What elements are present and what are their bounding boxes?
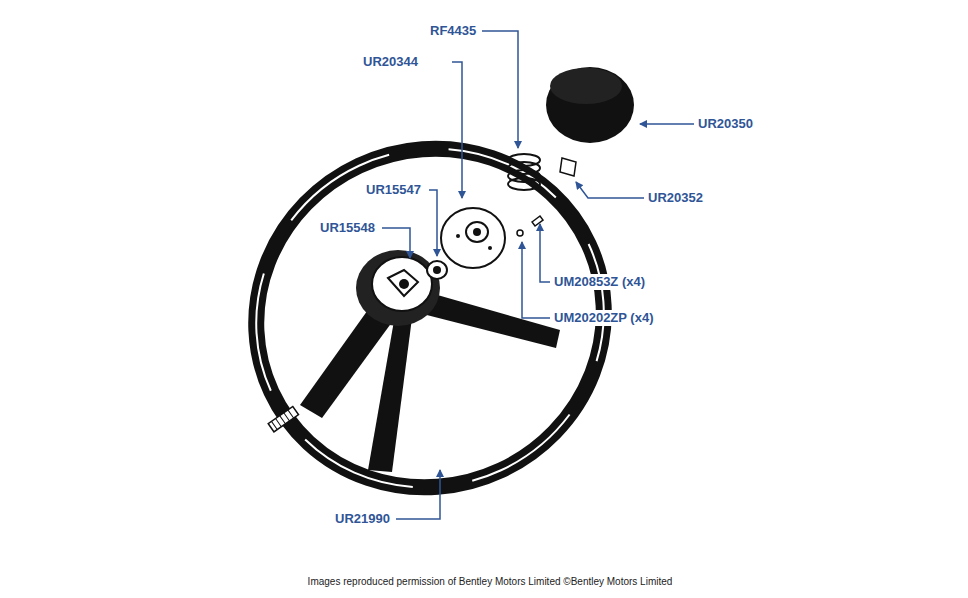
part-number: UR20344 xyxy=(361,54,420,70)
part-number: UR21990 xyxy=(333,511,392,527)
leader-lines xyxy=(382,31,694,519)
part-number: RF4435 xyxy=(428,23,478,39)
copyright-caption: Images reproduced permission of Bentley … xyxy=(308,575,673,588)
part-number: UM20202ZP (x4) xyxy=(552,310,655,326)
part-number: UR15548 xyxy=(318,220,377,236)
part-number: UR15547 xyxy=(364,182,423,198)
part-number: UR20350 xyxy=(696,116,755,132)
part-number: UM20853Z (x4) xyxy=(552,274,647,290)
part-number: UR20352 xyxy=(646,190,705,206)
